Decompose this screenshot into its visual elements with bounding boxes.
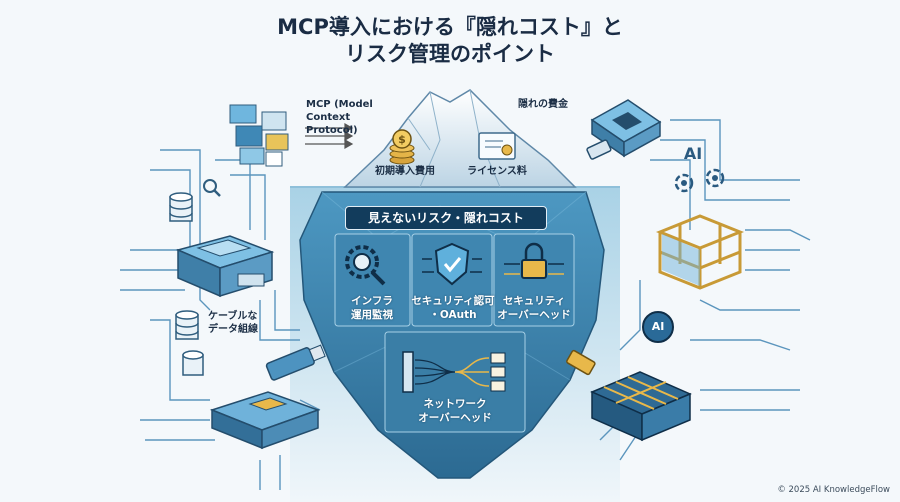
panel-infra xyxy=(334,233,411,327)
panel-network xyxy=(384,331,526,433)
database-icon xyxy=(169,192,193,222)
coin-stack-icon: $ xyxy=(389,129,415,165)
right-circuit-lines xyxy=(599,119,811,461)
label-hidden-cost: 隠れの費金 xyxy=(518,99,568,110)
copyright: © 2025 AI KnowledgeFlow xyxy=(777,485,890,495)
usb-plug-icon xyxy=(586,139,612,160)
database-icon-3 xyxy=(182,350,204,376)
label-security-auth: セキュリティ認可 ・OAuth xyxy=(411,295,495,321)
label-network-overhead: ネットワーク オーバーヘッド xyxy=(418,398,492,424)
network-routing-icon xyxy=(402,351,506,393)
ai-chip-icon xyxy=(642,311,674,343)
processor-chip-icon xyxy=(590,99,662,158)
magnifier-icon xyxy=(203,179,221,197)
label-initial-cost: 初期導入費用 xyxy=(375,166,435,177)
flowchart-icon xyxy=(229,104,289,167)
mcp-arrows xyxy=(305,122,354,150)
swirl-icon-2 xyxy=(705,168,725,188)
label-security-overhead: セキュリティ オーバーヘッド xyxy=(497,295,571,321)
gear-magnifier-icon xyxy=(345,245,386,286)
label-infra-monitoring: インフラ 運用監視 xyxy=(351,295,393,321)
usb-stick-icon xyxy=(265,344,326,381)
underwater-banner: 見えないリスク・隠れコスト xyxy=(345,206,547,230)
panel-security xyxy=(493,233,575,327)
grid-cube-icon xyxy=(590,371,692,442)
label-mcp: MCP (Model Context Protocol) xyxy=(306,99,373,136)
left-circuit-lines xyxy=(120,149,321,490)
chip-board-icon xyxy=(209,391,321,450)
svg-text:$: $ xyxy=(398,133,406,146)
label-ai-top: AI xyxy=(683,144,703,163)
usb-plug-icon-2 xyxy=(566,349,596,376)
lock-circuit-icon xyxy=(504,242,564,279)
title-line-1: MCP導入における『隠れコスト』と xyxy=(277,15,623,39)
page-title: MCP導入における『隠れコスト』と リスク管理のポイント xyxy=(0,14,900,68)
label-cable-data: ケーブルな データ組線 xyxy=(208,311,258,335)
shield-check-icon xyxy=(422,242,482,286)
title-line-2: リスク管理のポイント xyxy=(345,42,555,66)
label-license-fee: ライセンス料 xyxy=(467,166,527,177)
database-icon-2 xyxy=(175,310,199,340)
cube-lattice-inner xyxy=(662,234,700,286)
label-ai-chip: AI xyxy=(651,320,665,333)
swirl-icon-1 xyxy=(674,173,694,193)
certificate-icon xyxy=(478,132,516,160)
server-device-icon xyxy=(175,235,275,298)
